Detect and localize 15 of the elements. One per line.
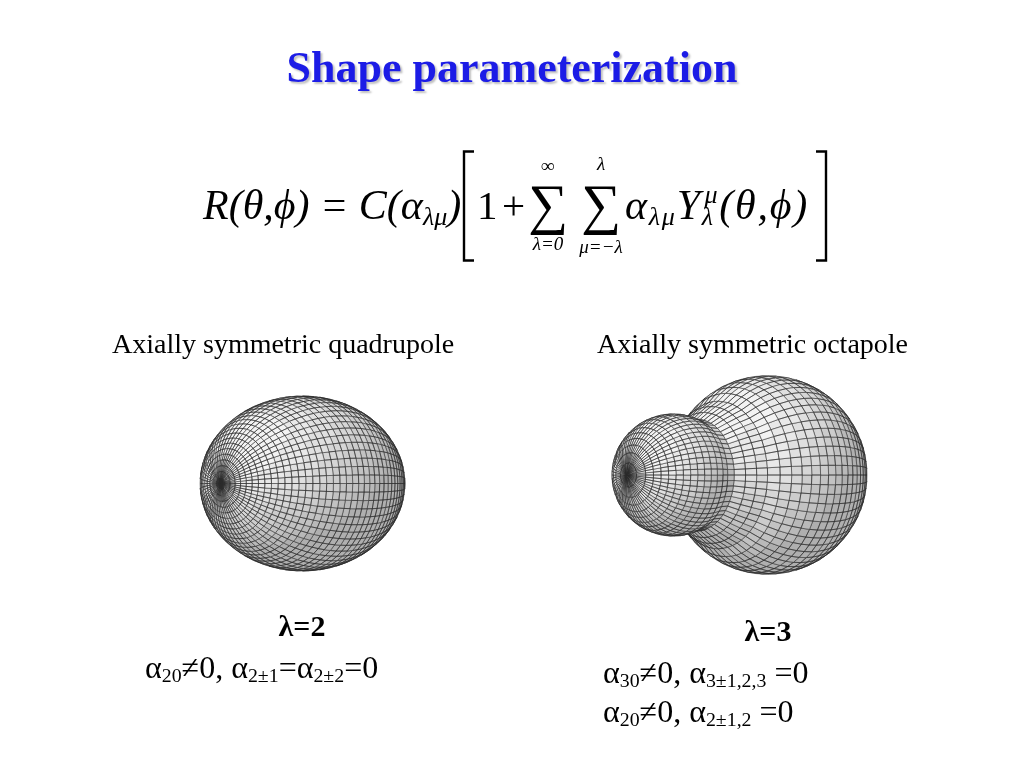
shape-caption: Axially symmetric octapole [597, 330, 909, 358]
multipole-order: λ=3 [744, 616, 792, 646]
summation-limit: λ [596, 154, 606, 173]
shape-caption: Axially symmetric quadrupole [112, 330, 455, 358]
multipole-order: λ=2 [278, 611, 326, 641]
coefficient-condition: α$_{30}$≠0, α$_{3±1,2,3}$ =0 [603, 656, 809, 692]
formula-term: R(θ,ϕ) = C(α$_{λμ}$) [203, 181, 462, 234]
slide-title: Shape parameterization [286, 44, 738, 93]
summation-limit: μ=−λ [579, 237, 623, 256]
formula-term: α$_{λμ}$Y$_{λ}$$^{μ}$(θ,ϕ) [625, 179, 809, 234]
summation-limit: ∞ [541, 156, 555, 175]
summation-limit: λ=0 [532, 234, 564, 253]
coefficient-condition: α$_{20}$≠0, α$_{2±1,2}$ =0 [603, 695, 794, 731]
formula-term: 1 + [477, 185, 526, 226]
coefficient-condition: α$_{20}$≠0, α$_{2±1}$=α$_{2±2}$=0 [145, 651, 379, 687]
